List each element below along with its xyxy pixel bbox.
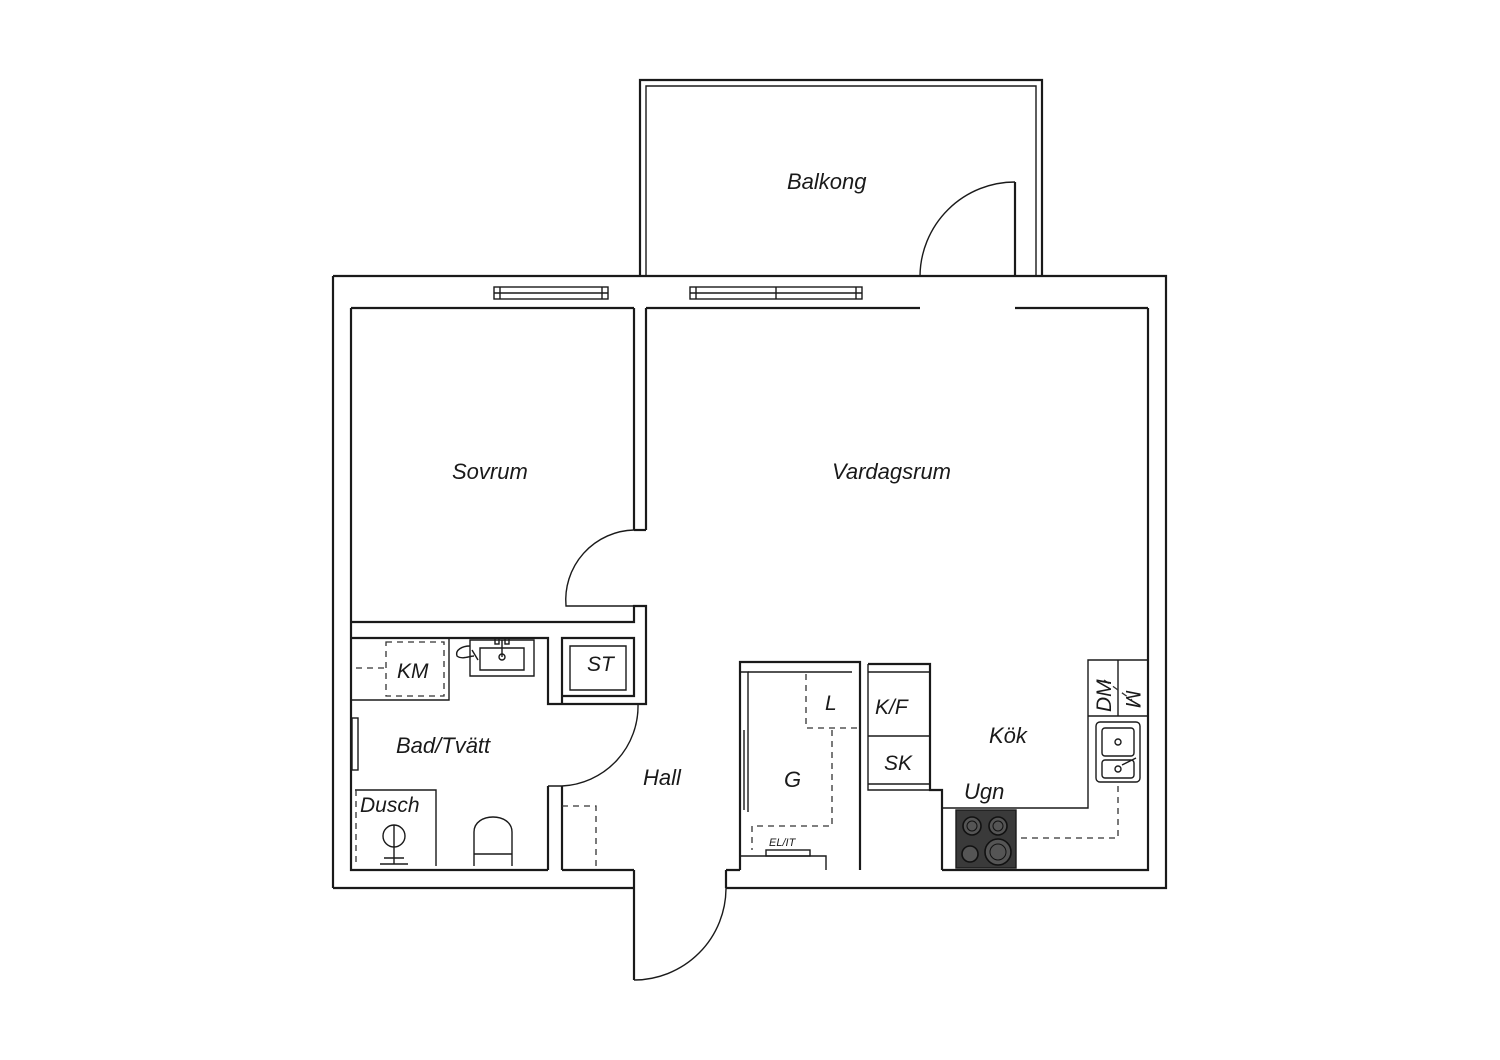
kitchen — [867, 659, 1148, 870]
label-ugn: Ugn — [964, 779, 1004, 804]
label-hall: Hall — [643, 765, 682, 790]
label-kok: Kök — [989, 723, 1028, 748]
label-bad-tvatt: Bad/Tvätt — [396, 733, 491, 758]
wardrobe-block — [738, 660, 862, 870]
label-l: L — [825, 692, 837, 715]
label-dm: DM — [1093, 679, 1116, 712]
label-k-f: K/F — [875, 696, 909, 719]
hall — [562, 805, 727, 981]
bathroom — [351, 636, 648, 870]
balcony — [638, 78, 1044, 277]
label-g: G — [784, 767, 801, 792]
window-sovrum — [493, 286, 609, 300]
label-dusch: Dusch — [360, 794, 420, 817]
label-sk: SK — [884, 752, 913, 775]
label-km: KM — [397, 660, 429, 683]
exterior-walls — [331, 274, 1168, 890]
label-m: M — [1121, 690, 1144, 708]
label-balkong: Balkong — [787, 169, 867, 194]
label-sovrum: Sovrum — [452, 459, 528, 484]
label-st: ST — [587, 653, 616, 676]
bedroom-walls — [351, 308, 648, 690]
window-vardagsrum — [689, 286, 863, 300]
label-vardagsrum: Vardagsrum — [832, 459, 951, 484]
label-el-it: EL/IT — [769, 837, 797, 849]
